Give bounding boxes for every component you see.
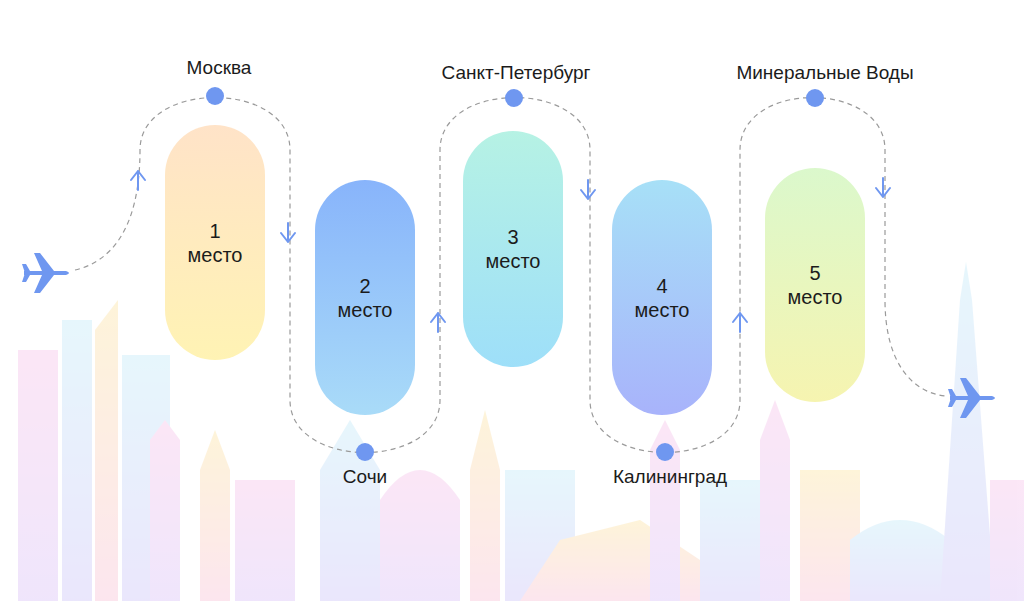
city-label: Сочи (340, 466, 390, 488)
place-pill: 2 место (315, 180, 415, 415)
city-label: Санкт-Петербург (438, 62, 593, 84)
place-rank: 5 место (783, 261, 847, 309)
city-label: Калининград (610, 466, 730, 488)
city-label: Минеральные Воды (733, 62, 916, 84)
route-line (75, 98, 945, 453)
place-rank: 2 место (333, 274, 397, 322)
city-label: Москва (184, 57, 255, 79)
city-dots (206, 87, 824, 461)
place-rank: 3 место (481, 225, 545, 273)
place-rank: 1 место (183, 219, 247, 267)
place-pill: 3 место (463, 131, 563, 367)
place-rank: 4 место (630, 274, 694, 322)
place-pill: 4 место (612, 180, 712, 415)
place-pill: 1 место (165, 125, 265, 360)
place-pill: 5 место (765, 168, 865, 402)
